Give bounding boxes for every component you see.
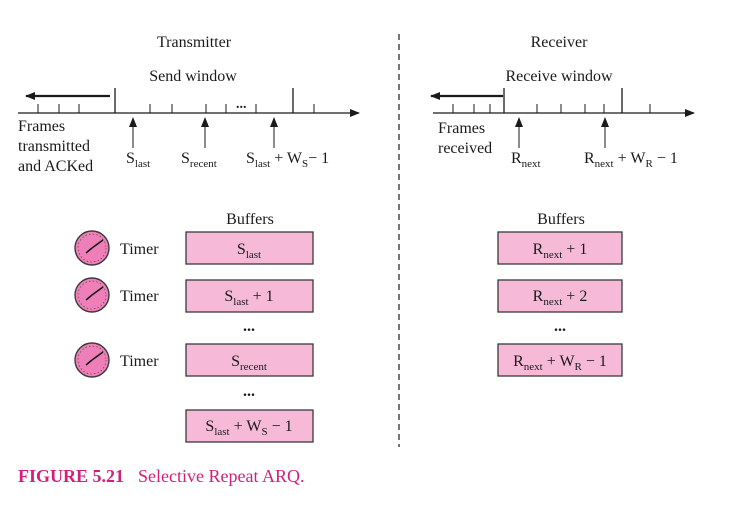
send-left-label-line: Frames (18, 118, 65, 135)
receive-buffer: Rnext + 1 (497, 231, 623, 265)
receive-left-label: Frames received (438, 120, 492, 157)
receive-buffer-label: Rnext + 2 (533, 288, 588, 308)
figure-number: FIGURE 5.21 (18, 466, 125, 486)
send-buffer-label: Slast + WS − 1 (205, 418, 292, 438)
send-buffers-ellipsis: ... (243, 318, 255, 335)
send-buffer-label: Srecent (231, 353, 267, 373)
pointer-label-send-window-end: Slast + WS− 1 (246, 150, 329, 170)
figure-title: Selective Repeat ARQ. (138, 466, 305, 486)
timer-icon (74, 230, 110, 266)
figure-caption: FIGURE 5.21 Selective Repeat ARQ. (18, 466, 304, 487)
send-buffers-heading: Buffers (226, 211, 274, 228)
send-left-label-line: transmitted (18, 138, 90, 155)
receiver-title: Receiver (531, 34, 589, 51)
timer-label: Timer (120, 241, 159, 258)
receive-timeline (430, 88, 695, 148)
pointer-label-slast: Slast (126, 150, 150, 170)
receive-buffer: Rnext + WR − 1 (497, 343, 623, 377)
timer-icon (74, 277, 110, 313)
receive-buffer-label: Rnext + WR − 1 (513, 353, 607, 373)
send-window-ellipsis: ... (236, 97, 247, 112)
receive-buffer-label: Rnext + 1 (533, 241, 588, 261)
send-left-label-line: and ACKed (18, 158, 93, 175)
receive-buffer: Rnext + 2 (497, 279, 623, 313)
pointer-label-rnext: Rnext (511, 150, 541, 170)
send-buffer: Slast + 1 (185, 279, 314, 313)
timer-label: Timer (120, 288, 159, 305)
receive-window-label: Receive window (505, 68, 613, 85)
pointer-label-receive-window-end: Rnext + WR − 1 (584, 150, 678, 170)
send-window-label: Send window (149, 68, 237, 85)
timer-row: Timer (74, 277, 159, 313)
send-buffers-ellipsis: ... (243, 383, 255, 400)
timer-row: Timer (74, 230, 159, 266)
timer-icon (74, 342, 110, 378)
receive-left-label-line: received (438, 140, 492, 157)
send-buffer-label: Slast (237, 241, 261, 261)
timer-row: Timer (74, 342, 159, 378)
send-left-label: Frames transmitted and ACKed (18, 118, 94, 175)
send-timeline: ... (18, 88, 360, 148)
send-buffer: Slast + WS − 1 (185, 409, 314, 443)
send-buffer: Slast (185, 231, 314, 265)
receive-buffers-heading: Buffers (537, 211, 585, 228)
receive-left-label-line: Frames (438, 120, 485, 137)
send-buffer: Srecent (185, 343, 314, 377)
transmitter-title: Transmitter (157, 34, 232, 51)
pointer-label-srecent: Srecent (181, 150, 217, 170)
receive-buffers-ellipsis: ... (554, 318, 566, 335)
send-buffer-label: Slast + 1 (224, 288, 273, 308)
timer-label: Timer (120, 353, 159, 370)
